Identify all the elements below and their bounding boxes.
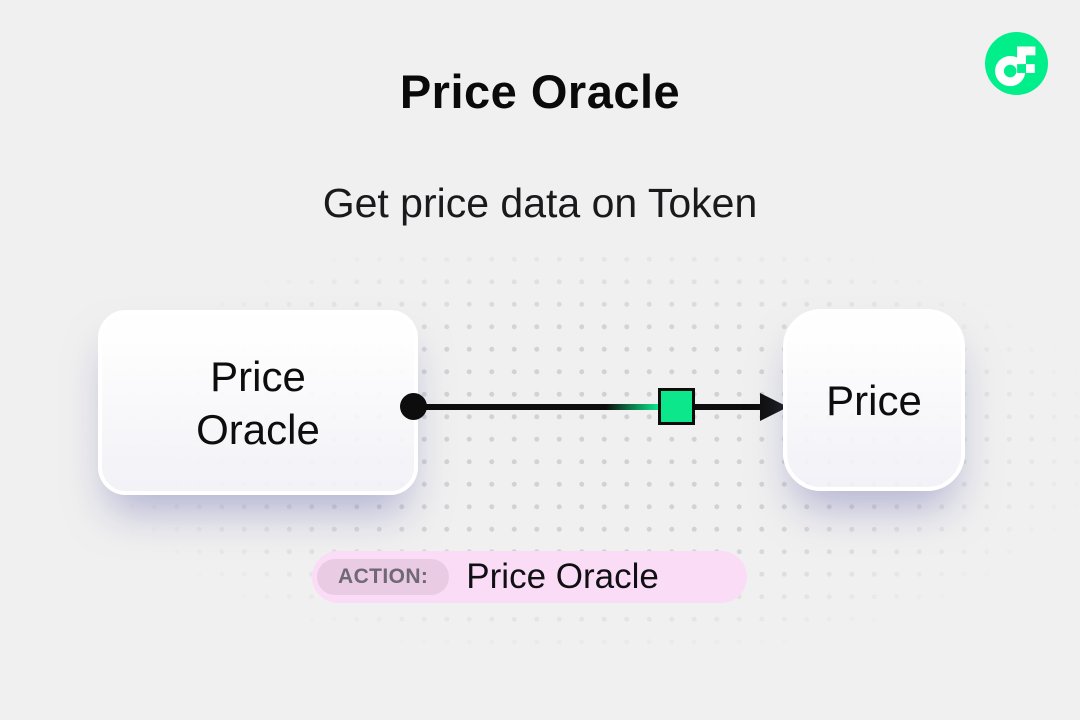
action-value: Price Oracle <box>466 557 659 596</box>
node-price-label: Price <box>826 376 922 424</box>
connector-marker-square <box>658 388 695 425</box>
node-price: Price <box>783 309 965 491</box>
flow-logo <box>985 32 1048 95</box>
node-price-oracle: Price Oracle <box>98 310 418 495</box>
connector-line <box>412 404 764 410</box>
action-badge: ACTION: <box>317 559 450 595</box>
node-price-oracle-label: Price Oracle <box>196 352 320 453</box>
connector-green-fade <box>606 404 658 410</box>
action-pill: ACTION: Price Oracle <box>312 551 747 603</box>
page-title: Price Oracle <box>399 65 681 118</box>
page-subtitle: Get price data on Token <box>322 180 758 226</box>
flow-logo-icon <box>985 32 1048 95</box>
